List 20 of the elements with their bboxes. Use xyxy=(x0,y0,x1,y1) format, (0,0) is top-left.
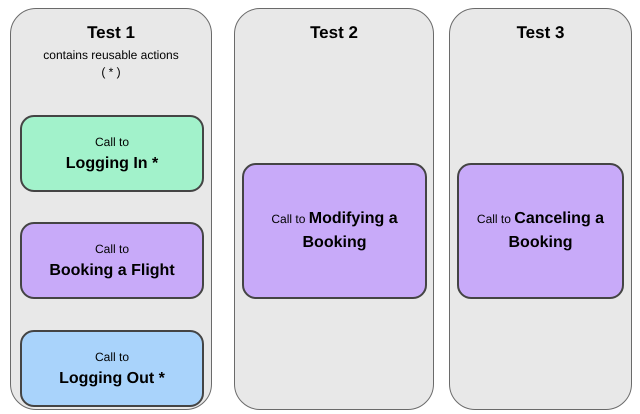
action-box xyxy=(20,222,204,299)
action-box xyxy=(20,330,204,407)
action-name: Logging In * xyxy=(66,154,158,172)
action-prefix: Call to xyxy=(94,350,129,364)
action-name: Logging Out * xyxy=(59,370,165,388)
test-panel xyxy=(234,8,434,410)
action-label: Call to Modifying a Booking xyxy=(270,209,399,253)
panel-note: contains reusable actions ( * ) xyxy=(42,47,180,81)
action-name: Booking a Flight xyxy=(49,262,175,280)
test-panel xyxy=(449,8,632,410)
panel-title: Test 1 xyxy=(86,23,136,43)
action-box xyxy=(457,163,624,299)
action-prefix: Call to xyxy=(94,134,129,148)
test-panel xyxy=(10,8,212,410)
panel-title: Test 3 xyxy=(516,23,566,43)
action-box xyxy=(242,163,427,299)
action-label: Call to Canceling a Booking xyxy=(476,209,606,253)
action-prefix: Call to xyxy=(94,242,129,256)
panel-title: Test 2 xyxy=(309,23,359,43)
action-box xyxy=(20,115,204,192)
